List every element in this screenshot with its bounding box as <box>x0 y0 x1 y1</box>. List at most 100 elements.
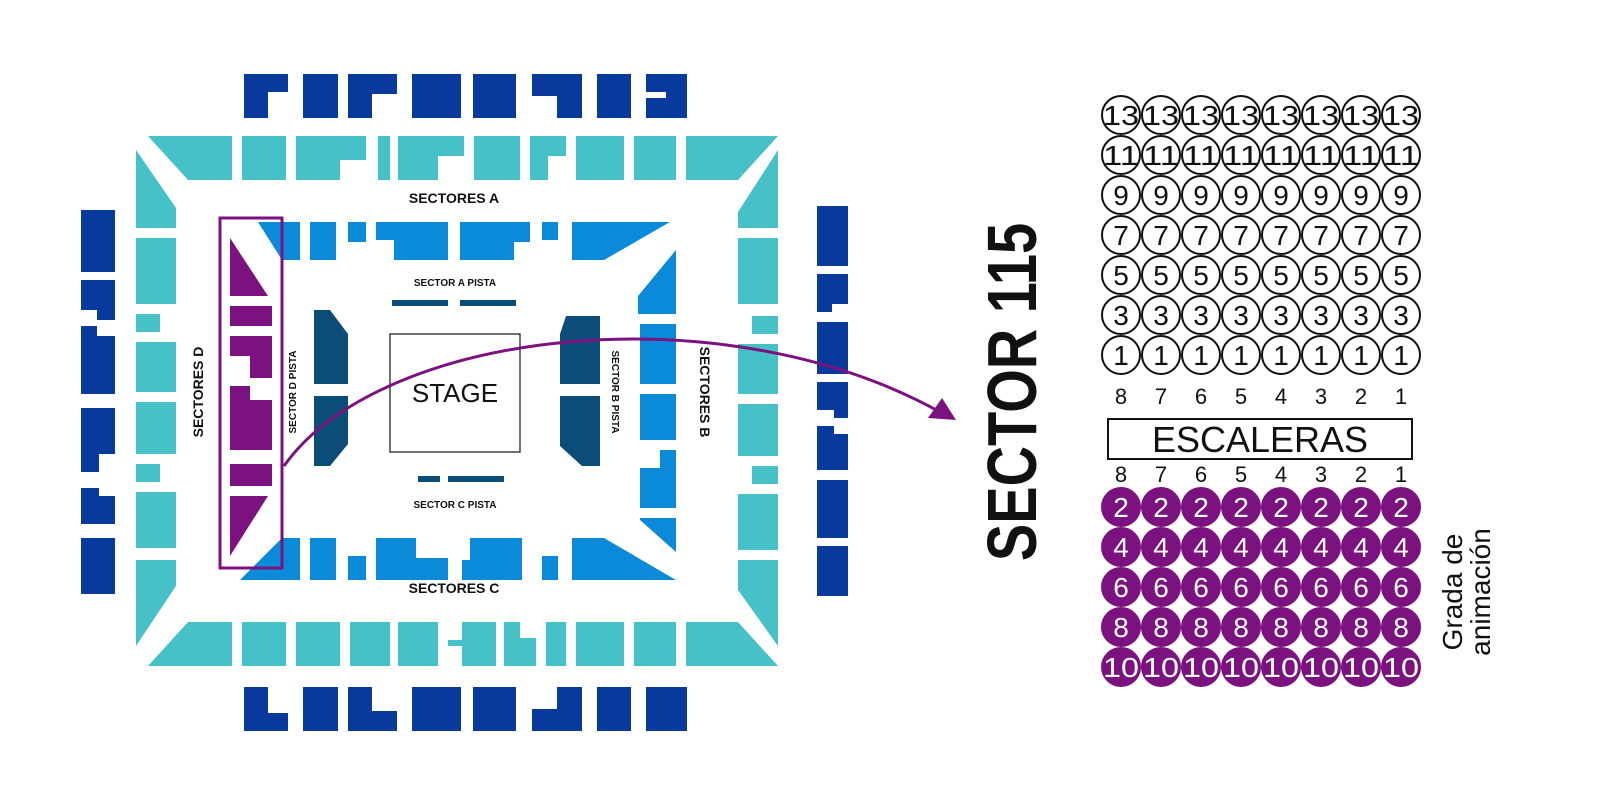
seat[interactable]: 9 <box>1221 175 1261 215</box>
seat[interactable]: 2 <box>1141 487 1181 527</box>
seat[interactable]: 11 <box>1301 135 1341 175</box>
seat[interactable]: 1 <box>1341 335 1381 375</box>
seat[interactable]: 5 <box>1341 255 1381 295</box>
seat[interactable]: 8 <box>1301 607 1341 647</box>
seat[interactable]: 3 <box>1381 295 1421 335</box>
seat[interactable]: 4 <box>1261 527 1301 567</box>
seat[interactable]: 3 <box>1301 295 1341 335</box>
seat[interactable]: 4 <box>1381 527 1421 567</box>
seat[interactable]: 5 <box>1221 255 1261 295</box>
seat[interactable]: 11 <box>1341 135 1381 175</box>
seat[interactable]: 8 <box>1341 607 1381 647</box>
seat[interactable]: 7 <box>1181 215 1221 255</box>
seat[interactable]: 10 <box>1101 647 1141 687</box>
seat[interactable]: 13 <box>1141 95 1181 135</box>
seat[interactable]: 7 <box>1381 215 1421 255</box>
seat[interactable]: 9 <box>1341 175 1381 215</box>
seat[interactable]: 9 <box>1381 175 1421 215</box>
seat[interactable]: 3 <box>1341 295 1381 335</box>
seat[interactable]: 5 <box>1181 255 1221 295</box>
seat[interactable]: 7 <box>1301 215 1341 255</box>
seat[interactable]: 7 <box>1341 215 1381 255</box>
seat[interactable]: 5 <box>1261 255 1301 295</box>
seat[interactable]: 10 <box>1381 647 1421 687</box>
seat[interactable]: 8 <box>1221 607 1261 647</box>
seat[interactable]: 4 <box>1141 527 1181 567</box>
seat[interactable]: 13 <box>1301 95 1341 135</box>
seat[interactable]: 5 <box>1381 255 1421 295</box>
seat[interactable]: 7 <box>1101 215 1141 255</box>
seat[interactable]: 6 <box>1101 567 1141 607</box>
seat[interactable]: 9 <box>1101 175 1141 215</box>
seat[interactable]: 2 <box>1261 487 1301 527</box>
seat[interactable]: 6 <box>1141 567 1181 607</box>
seat[interactable]: 8 <box>1181 607 1221 647</box>
seat[interactable]: 3 <box>1261 295 1301 335</box>
seat[interactable]: 13 <box>1381 95 1421 135</box>
seat[interactable]: 11 <box>1101 135 1141 175</box>
seat[interactable]: 1 <box>1301 335 1341 375</box>
seat[interactable]: 3 <box>1141 295 1181 335</box>
seat[interactable]: 10 <box>1221 647 1261 687</box>
seat[interactable]: 8 <box>1381 607 1421 647</box>
seat[interactable]: 1 <box>1221 335 1261 375</box>
seat[interactable]: 10 <box>1181 647 1221 687</box>
seat[interactable]: 5 <box>1141 255 1181 295</box>
pista-c-label: SECTOR C PISTA <box>414 500 497 511</box>
seat[interactable]: 13 <box>1341 95 1381 135</box>
seat[interactable]: 6 <box>1301 567 1341 607</box>
seat[interactable]: 3 <box>1221 295 1261 335</box>
seat[interactable]: 1 <box>1181 335 1221 375</box>
seat[interactable]: 10 <box>1341 647 1381 687</box>
seat[interactable]: 2 <box>1221 487 1261 527</box>
seat[interactable]: 10 <box>1141 647 1181 687</box>
seat[interactable]: 6 <box>1181 567 1221 607</box>
seat-row-number: 8 <box>1193 612 1209 643</box>
seat[interactable]: 6 <box>1381 567 1421 607</box>
seat[interactable]: 2 <box>1101 487 1141 527</box>
seat[interactable]: 3 <box>1181 295 1221 335</box>
seat[interactable]: 1 <box>1101 335 1141 375</box>
seat[interactable]: 5 <box>1101 255 1141 295</box>
seat[interactable]: 4 <box>1221 527 1261 567</box>
seat[interactable]: 1 <box>1141 335 1181 375</box>
seat[interactable]: 6 <box>1341 567 1381 607</box>
seat[interactable]: 9 <box>1141 175 1181 215</box>
seat[interactable]: 2 <box>1301 487 1341 527</box>
seat[interactable]: 1 <box>1261 335 1301 375</box>
seat[interactable]: 2 <box>1181 487 1221 527</box>
seat[interactable]: 13 <box>1261 95 1301 135</box>
seat[interactable]: 6 <box>1261 567 1301 607</box>
seat[interactable]: 1 <box>1381 335 1421 375</box>
seat[interactable]: 11 <box>1181 135 1221 175</box>
seat-circle <box>1141 487 1181 527</box>
seat[interactable]: 10 <box>1301 647 1341 687</box>
seat[interactable]: 13 <box>1181 95 1221 135</box>
seat[interactable]: 7 <box>1141 215 1181 255</box>
seat[interactable]: 4 <box>1301 527 1341 567</box>
seat[interactable]: 8 <box>1261 607 1301 647</box>
seat[interactable]: 2 <box>1381 487 1421 527</box>
seat[interactable]: 11 <box>1381 135 1421 175</box>
seat[interactable]: 7 <box>1221 215 1261 255</box>
seat[interactable]: 4 <box>1341 527 1381 567</box>
seat[interactable]: 11 <box>1141 135 1181 175</box>
seat-circle <box>1381 215 1421 255</box>
seat[interactable]: 10 <box>1261 647 1301 687</box>
seat[interactable]: 4 <box>1101 527 1141 567</box>
seat[interactable]: 5 <box>1301 255 1341 295</box>
seat[interactable]: 8 <box>1141 607 1181 647</box>
seat[interactable]: 9 <box>1301 175 1341 215</box>
seat[interactable]: 9 <box>1181 175 1221 215</box>
seat[interactable]: 11 <box>1221 135 1261 175</box>
seat[interactable]: 7 <box>1261 215 1301 255</box>
seat[interactable]: 6 <box>1221 567 1261 607</box>
seat[interactable]: 11 <box>1261 135 1301 175</box>
seat[interactable]: 13 <box>1221 95 1261 135</box>
seat[interactable]: 13 <box>1101 95 1141 135</box>
seat[interactable]: 8 <box>1101 607 1141 647</box>
seat[interactable]: 4 <box>1181 527 1221 567</box>
seat[interactable]: 3 <box>1101 295 1141 335</box>
seat[interactable]: 9 <box>1261 175 1301 215</box>
seat[interactable]: 2 <box>1341 487 1381 527</box>
